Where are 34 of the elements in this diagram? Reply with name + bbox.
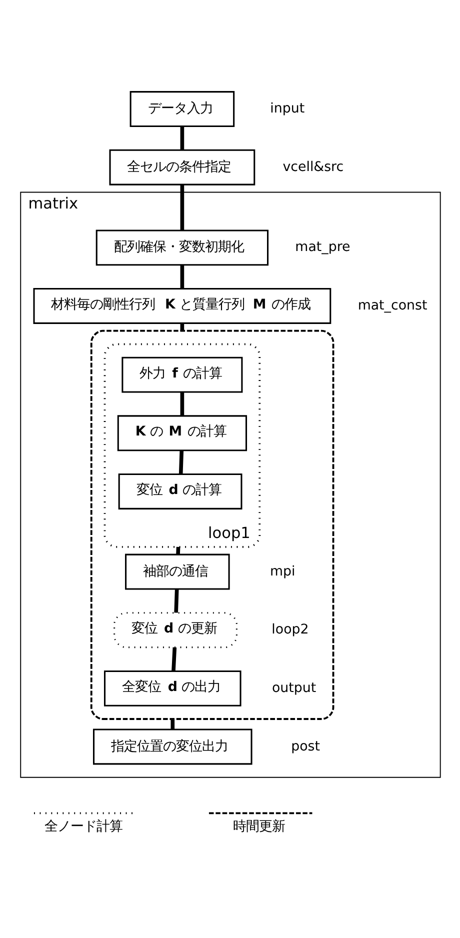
connector [178,450,184,474]
node-box: 全セルの条件指定 [109,149,256,186]
node-label: output [272,680,316,696]
node-label: vcell&src [282,160,344,175]
node-box: 袖部の通信 [125,554,230,590]
node-box: 指定位置の変位出力 [93,728,252,765]
connector [180,264,184,289]
cluster [90,330,334,720]
node-box: 変位 d の計算 [118,474,242,510]
connector [180,323,184,331]
node-label: post [291,739,320,754]
node-label: loop2 [272,622,309,638]
node-label: mat_pre [295,240,350,256]
legend-label: 時間更新 [232,820,285,835]
node-label: mat_const [358,298,428,314]
connector [172,647,177,672]
connector [174,589,179,613]
node-box: 全変位 d の出力 [104,670,242,706]
node-label: loop1 [208,524,250,542]
node-box: データ入力 [130,91,235,127]
node-label: mpi [270,564,296,580]
connector [180,126,184,150]
node-box: 変位 d の更新 [114,612,238,648]
node-label: input [270,102,305,117]
connector [170,719,175,730]
connector [180,184,184,230]
cluster [104,343,261,548]
connector [180,392,184,416]
legend-label: 全ノード計算 [44,820,123,835]
node-box: K の M の計算 [117,415,248,452]
node-box: 材料毎の剛性行列 K と質量行列 M の作成 [33,288,332,324]
node-box: 外力 f の計算 [122,356,243,393]
node-box: 配列確保・変数初期化 [96,230,269,266]
connector [176,546,180,555]
